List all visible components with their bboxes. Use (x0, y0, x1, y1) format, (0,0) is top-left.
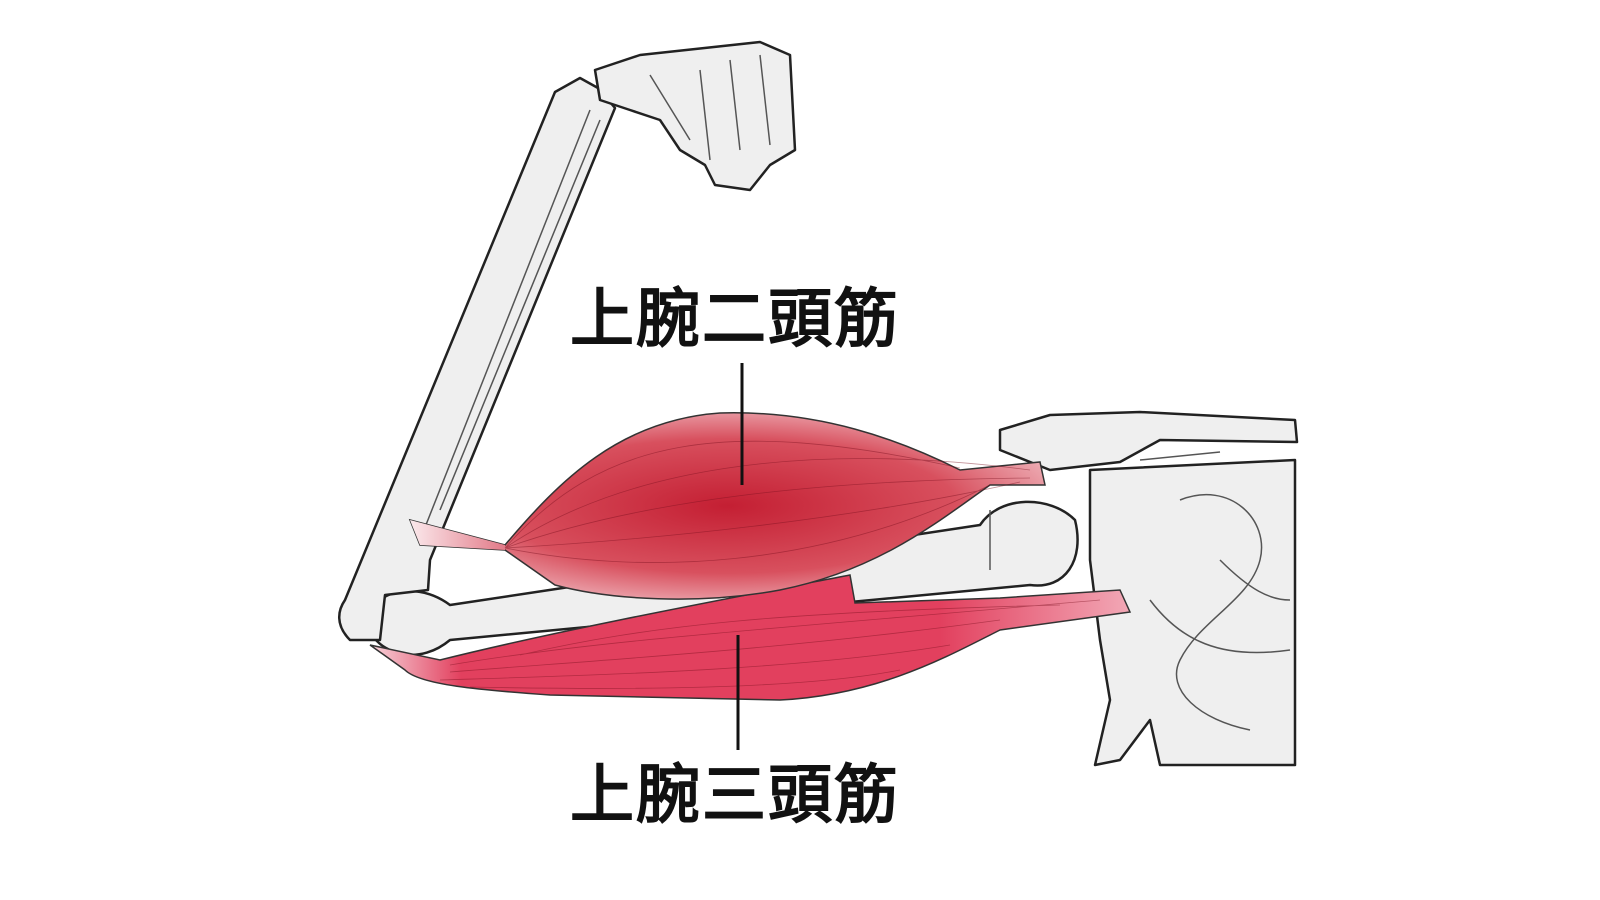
triceps-muscle (369, 574, 1132, 701)
biceps-muscle (408, 412, 1046, 600)
fist (593, 40, 797, 192)
biceps-label: 上腕二頭筋 (570, 282, 900, 357)
clavicle (998, 410, 1299, 472)
triceps-label: 上腕三頭筋 (570, 758, 900, 833)
